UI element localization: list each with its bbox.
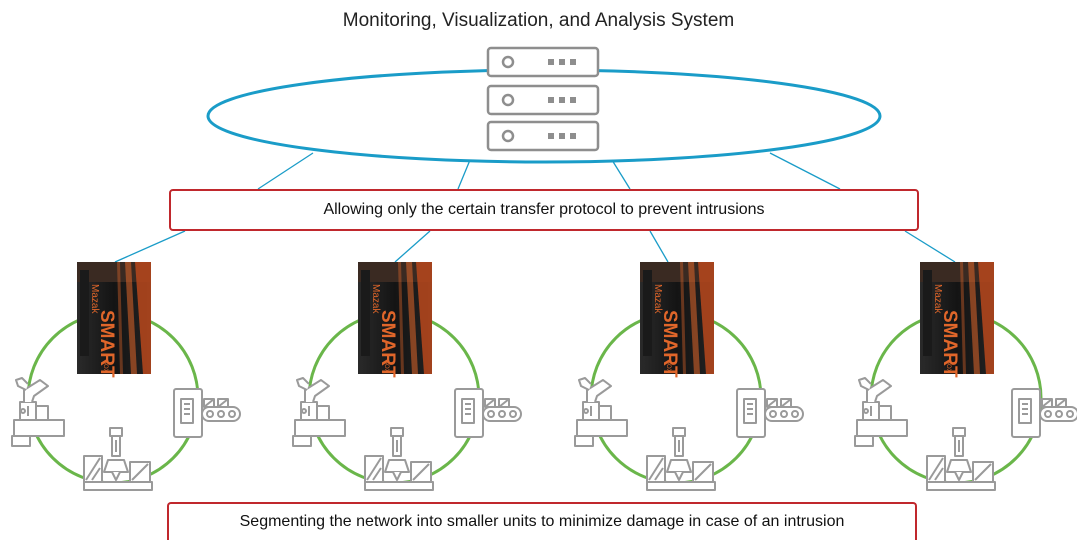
robot-arm-icon <box>11 377 65 447</box>
system-title: Monitoring, Visualization, and Analysis … <box>342 10 735 31</box>
machine-tool-icon <box>926 427 996 491</box>
production-cell-3 <box>574 262 804 491</box>
conveyor-icon <box>454 388 522 438</box>
server-stack-icon <box>486 46 600 152</box>
smart-box-device <box>358 262 432 378</box>
conveyor-icon <box>1011 388 1077 438</box>
robot-arm-icon <box>854 377 908 447</box>
machine-tool-icon <box>83 427 153 491</box>
segmentation-callout: Segmenting the network into smaller unit… <box>167 502 917 540</box>
conveyor-icon <box>173 388 241 438</box>
conveyor-icon <box>736 388 804 438</box>
smart-box-device <box>77 262 151 378</box>
lower-connection-lines <box>114 230 956 263</box>
production-cell-2 <box>292 262 522 491</box>
robot-arm-icon <box>574 377 628 447</box>
segmentation-callout-text: Segmenting the network into smaller unit… <box>239 513 845 530</box>
firewall-callout: Allowing only the certain transfer proto… <box>169 189 919 231</box>
firewall-callout-text: Allowing only the certain transfer proto… <box>323 201 765 218</box>
production-cell-4 <box>854 262 1077 491</box>
machine-tool-icon <box>646 427 716 491</box>
robot-arm-icon <box>292 377 346 447</box>
smart-box-device <box>640 262 714 378</box>
smart-box-device <box>920 262 994 378</box>
machine-tool-icon <box>364 427 434 491</box>
production-cell-1 <box>11 262 241 491</box>
upper-connection-lines <box>257 152 841 190</box>
